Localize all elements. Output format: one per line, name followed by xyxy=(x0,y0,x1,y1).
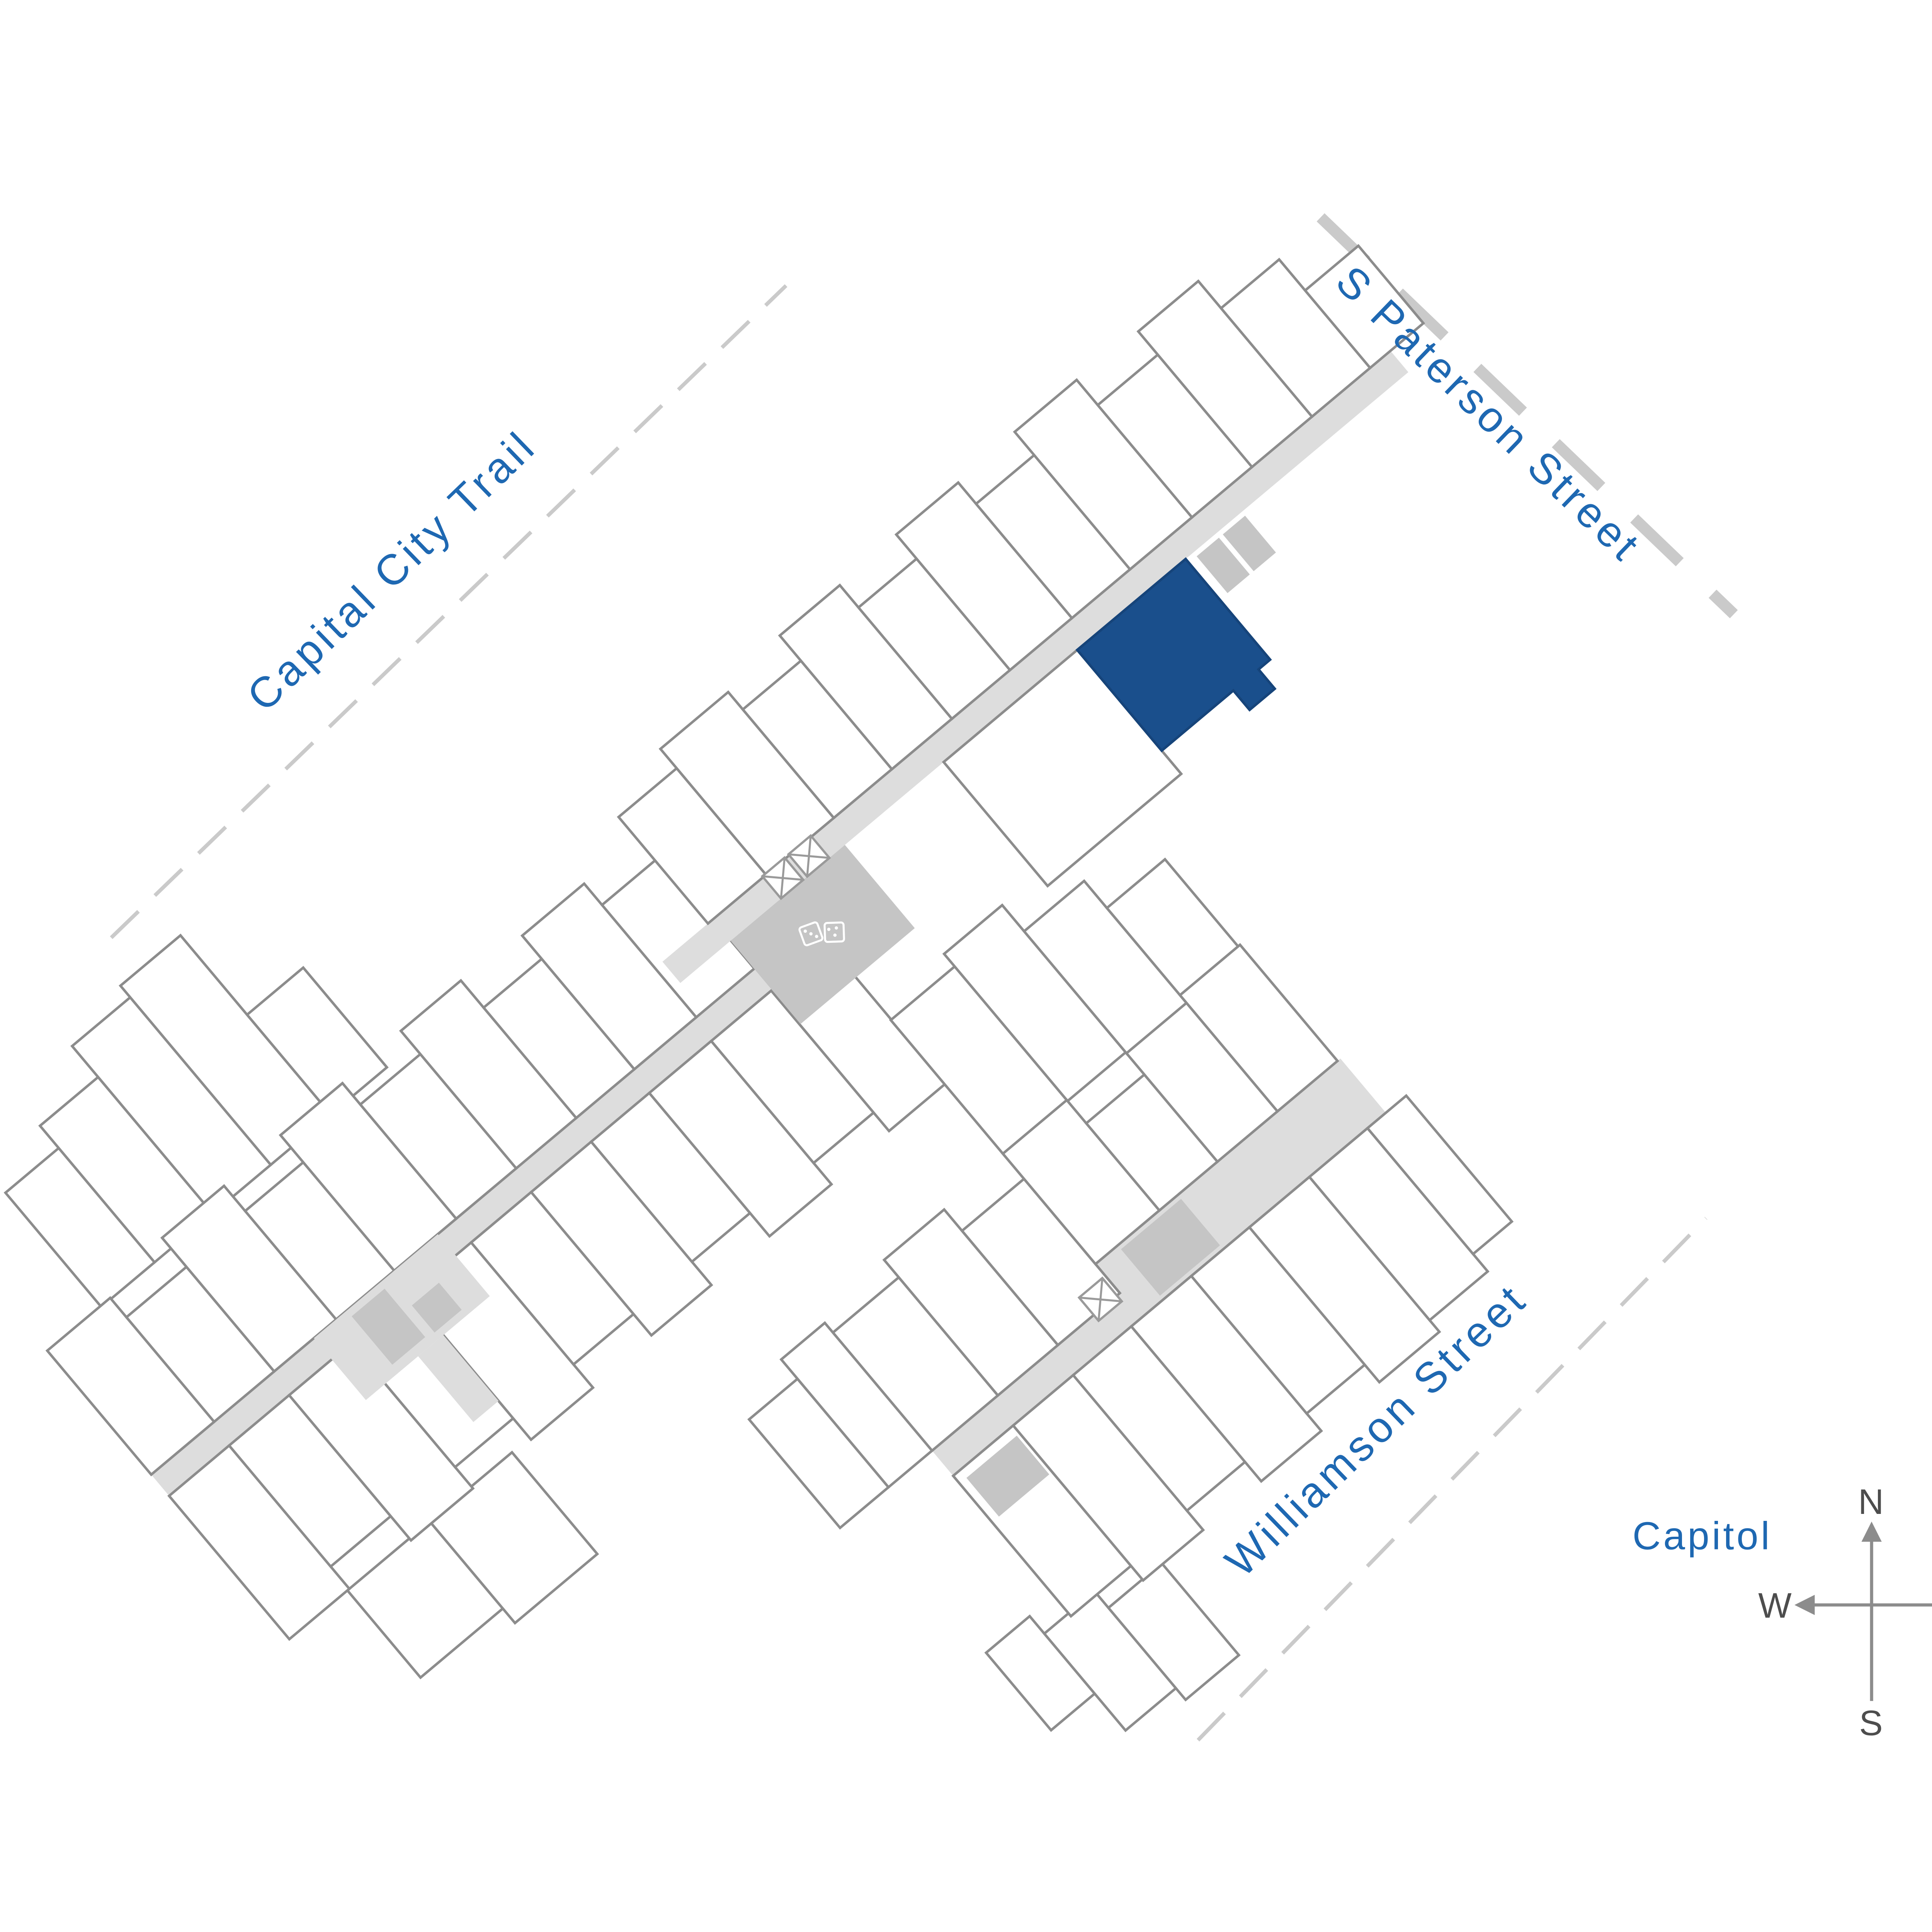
compass-rose-icon: N E S W xyxy=(1758,1482,1932,1743)
stairs-icon xyxy=(787,834,831,878)
unit xyxy=(1303,244,1425,370)
amenity-area xyxy=(730,845,915,1024)
building-cluster-north xyxy=(617,244,1425,1024)
building-cluster-south xyxy=(747,857,1514,1732)
capitol-label: Capitol xyxy=(1633,1514,1772,1558)
amenity-area xyxy=(1121,1199,1220,1296)
unit xyxy=(245,966,389,1116)
highlighted-unit[interactable] xyxy=(1075,557,1286,770)
street-line-s-paterson xyxy=(1316,213,1738,619)
storage-area xyxy=(1223,515,1276,571)
lobby-area xyxy=(1060,1058,1386,1349)
dice-icon xyxy=(798,921,845,946)
unit xyxy=(1366,1094,1514,1256)
amenity-area xyxy=(966,1435,1049,1517)
amenity-area xyxy=(352,1289,425,1365)
stairs-icon xyxy=(1077,1276,1124,1323)
stairs-icon xyxy=(760,856,805,900)
compass-n: N xyxy=(1858,1482,1885,1522)
storage-area xyxy=(1196,537,1250,594)
compass-north-arrow xyxy=(1861,1521,1882,1542)
unit xyxy=(1107,1561,1241,1702)
building-cluster-west xyxy=(3,784,947,1680)
street-line-williamson xyxy=(1196,1217,1708,1742)
compass-s: S xyxy=(1859,1703,1884,1743)
unit xyxy=(779,1321,934,1489)
corridor-spur xyxy=(418,1335,499,1422)
compass-west-arrow xyxy=(1794,1595,1815,1615)
unit xyxy=(1178,943,1340,1113)
amenity-area xyxy=(412,1282,462,1333)
street-line-capital-city-trail xyxy=(110,284,787,939)
corridor xyxy=(662,350,1408,983)
compass-w: W xyxy=(1758,1586,1793,1625)
